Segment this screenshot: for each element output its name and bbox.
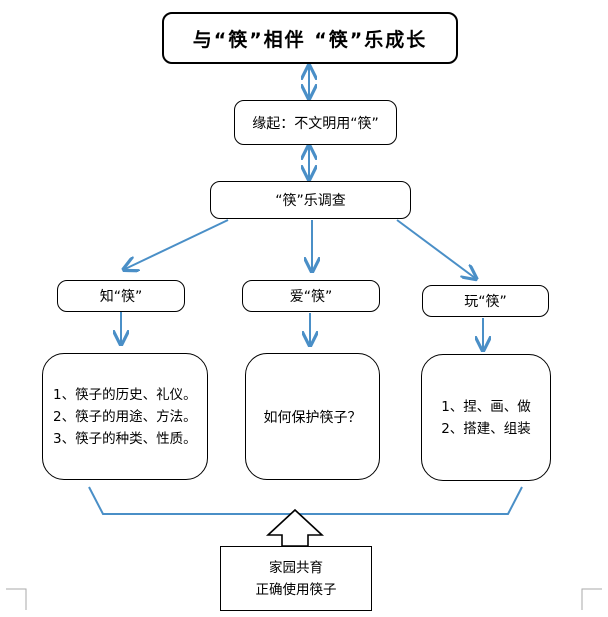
play-item-1: 1、捏、画、做 <box>441 398 531 415</box>
arrow-survey-know <box>125 219 229 269</box>
know-content-box: 1、筷子的历史、礼仪。 2、筷子的用途、方法。 3、筷子的种类、性质。 <box>42 353 208 480</box>
play-label: 玩“筷” <box>464 294 507 310</box>
title-box: 与“筷”相伴 “筷”乐成长 <box>162 12 458 64</box>
play-item-2: 2、搭建、组装 <box>441 420 531 437</box>
hollow-up-arrow <box>265 508 325 547</box>
know-item-3: 3、筷子的种类、性质。 <box>53 430 197 447</box>
play-label-box: 玩“筷” <box>422 285 549 317</box>
survey-box: “筷”乐调查 <box>210 181 411 219</box>
origin-text: 缘起：不文明用“筷” <box>252 115 379 132</box>
love-text: 如何保护筷子？ <box>263 409 362 426</box>
know-item-2: 2、筷子的用途、方法。 <box>53 408 197 425</box>
page-corner-left <box>6 588 27 610</box>
know-label-box: 知“筷” <box>57 280 185 312</box>
play-content-box: 1、捏、画、做 2、搭建、组装 <box>421 354 551 481</box>
love-content-box: 如何保护筷子？ <box>245 353 380 480</box>
know-label: 知“筷” <box>99 289 143 305</box>
bottom-box: 家园共育 正确使用筷子 <box>220 546 372 611</box>
love-label-box: 爱“筷” <box>242 280 380 312</box>
love-label: 爱“筷” <box>289 289 333 305</box>
origin-box: 缘起：不文明用“筷” <box>234 100 397 145</box>
bottom-line-2: 正确使用筷子 <box>255 581 337 598</box>
arrow-survey-play <box>396 219 475 278</box>
bottom-bracket <box>88 486 523 515</box>
title-text: 与“筷”相伴 “筷”乐成长 <box>192 28 428 51</box>
page-corner-right <box>581 588 602 610</box>
know-item-1: 1、筷子的历史、礼仪。 <box>53 386 197 403</box>
bottom-line-1: 家园共育 <box>269 559 323 576</box>
survey-text: “筷”乐调查 <box>275 193 346 209</box>
